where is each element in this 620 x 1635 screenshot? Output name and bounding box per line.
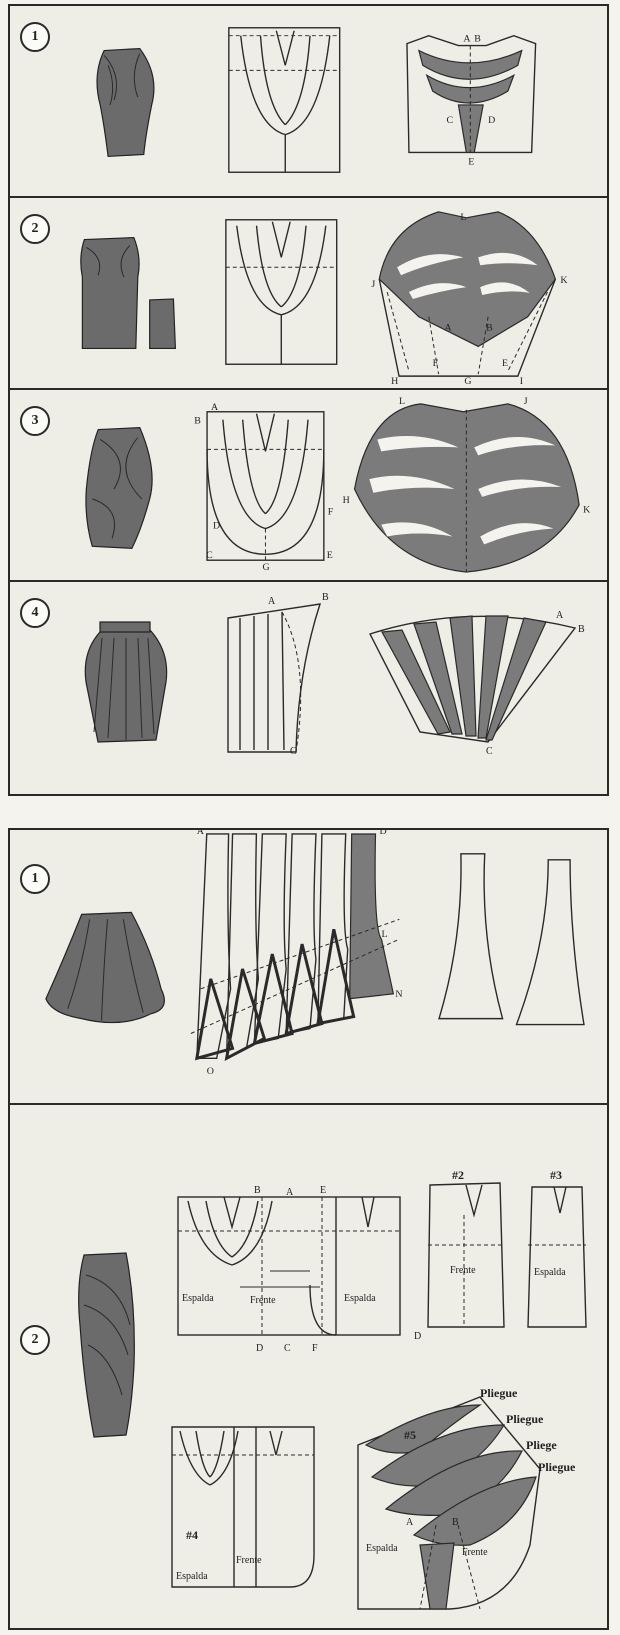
label-a: A bbox=[268, 596, 276, 607]
label-b: B bbox=[486, 323, 493, 334]
label-c: C bbox=[206, 550, 213, 561]
panel-2: L J K A B F H G I E 2 bbox=[10, 198, 607, 390]
panel-1-drawing: A D L N O bbox=[45, 830, 585, 1077]
label-a: A bbox=[286, 1187, 294, 1198]
label-a: A bbox=[556, 610, 564, 621]
label-n4: #4 bbox=[186, 1528, 198, 1542]
label-c: C bbox=[486, 746, 493, 757]
label-pliege: Pliege bbox=[526, 1438, 557, 1452]
panel-number: 2 bbox=[20, 214, 50, 244]
label-b: B bbox=[194, 416, 201, 427]
panel-number: 1 bbox=[20, 864, 50, 894]
gore-strips bbox=[196, 833, 395, 1060]
label-f: F bbox=[312, 1343, 318, 1354]
label-a: A bbox=[197, 830, 205, 837]
label-o: O bbox=[207, 1066, 214, 1077]
label-d: D bbox=[488, 115, 495, 126]
label-b: B bbox=[254, 1185, 261, 1196]
label-a: A bbox=[445, 323, 453, 334]
label-g: G bbox=[464, 376, 471, 387]
label-d: D bbox=[213, 521, 220, 532]
panel-number: 3 bbox=[20, 406, 50, 436]
label-b: B bbox=[474, 34, 481, 45]
label-frente-2: Frente bbox=[450, 1265, 476, 1276]
label-pliegue-2: Pliegue bbox=[506, 1412, 544, 1426]
label-d: D bbox=[379, 830, 386, 837]
label-l: L bbox=[460, 212, 466, 223]
pattern-board-bottom: A D L N O 1 B bbox=[8, 828, 609, 1630]
panel-2-drawing: L J K A B F H G I E bbox=[80, 211, 568, 387]
label-pliegue-3: Pliegue bbox=[538, 1460, 576, 1474]
label-frente-5: Frente bbox=[462, 1547, 488, 1558]
label-h: H bbox=[391, 376, 398, 387]
pattern-board-top: A B C D E 1 L J K bbox=[8, 4, 609, 796]
label-f: F bbox=[328, 507, 334, 518]
label-n3: #3 bbox=[550, 1168, 562, 1182]
label-frente-1: Frente bbox=[250, 1295, 276, 1306]
label-b: B bbox=[452, 1517, 459, 1528]
panel-2-drawing: B A E D C F Espalda Frente Espalda #2 #3… bbox=[78, 1168, 587, 1610]
label-a: A bbox=[406, 1517, 414, 1528]
panel-2: B A E D C F Espalda Frente Espalda #2 #3… bbox=[10, 1105, 607, 1628]
label-l: L bbox=[399, 396, 405, 407]
label-k: K bbox=[560, 275, 568, 286]
label-h: H bbox=[343, 495, 350, 506]
label-d: D bbox=[256, 1343, 263, 1354]
panel-1: A B C D E 1 bbox=[10, 6, 607, 198]
label-e: E bbox=[327, 550, 333, 561]
panel-3-drawing: A B D C G E F L J H K bbox=[85, 396, 591, 573]
panel-4: A B C A B C 4 bbox=[10, 582, 607, 794]
label-n: N bbox=[395, 989, 402, 1000]
label-espalda-1: Espalda bbox=[182, 1293, 214, 1304]
panel-number: 1 bbox=[20, 22, 50, 52]
label-g: G bbox=[262, 562, 269, 573]
label-j: J bbox=[371, 279, 375, 290]
label-e: E bbox=[320, 1185, 326, 1196]
panel-4-drawing: A B C A B C bbox=[84, 592, 585, 757]
label-espalda-4: Espalda bbox=[176, 1571, 208, 1582]
panel-3: A B D C G E F L J H K 3 bbox=[10, 390, 607, 582]
panel-1: A D L N O 1 bbox=[10, 830, 607, 1105]
label-e: E bbox=[468, 156, 474, 167]
label-b: B bbox=[322, 592, 329, 603]
label-n5: #5 bbox=[404, 1428, 416, 1442]
label-a: A bbox=[211, 402, 219, 413]
label-j: J bbox=[524, 396, 528, 407]
panel-1-drawing: A B C D E bbox=[96, 27, 537, 173]
label-c: C bbox=[447, 115, 454, 126]
panel-number: 4 bbox=[20, 598, 50, 628]
label-espalda-2: Espalda bbox=[344, 1293, 376, 1304]
label-f: F bbox=[433, 358, 439, 369]
label-c: C bbox=[290, 746, 297, 757]
panel-number: 2 bbox=[20, 1325, 50, 1355]
label-espalda-5: Espalda bbox=[366, 1543, 398, 1554]
label-d2: D bbox=[414, 1331, 421, 1342]
label-l: L bbox=[381, 929, 387, 940]
label-n2: #2 bbox=[452, 1168, 464, 1182]
label-b: B bbox=[578, 624, 585, 635]
label-frente-4: Frente bbox=[236, 1555, 262, 1566]
label-espalda-3: Espalda bbox=[534, 1267, 566, 1278]
label-e: E bbox=[502, 358, 508, 369]
label-pliegue-1: Pliegue bbox=[480, 1386, 518, 1400]
label-c: C bbox=[284, 1343, 291, 1354]
label-k: K bbox=[583, 505, 591, 516]
label-a: A bbox=[463, 34, 471, 45]
label-i: I bbox=[520, 376, 523, 387]
